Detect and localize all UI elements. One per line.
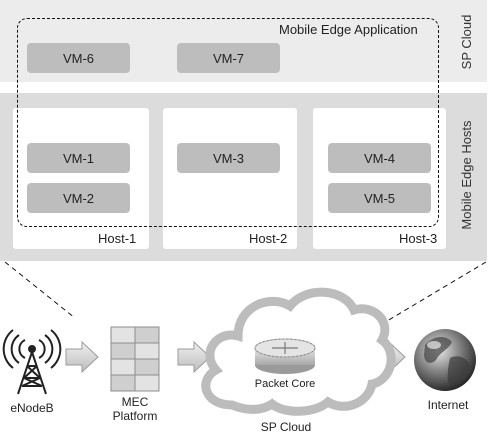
mec-platform-label-line2: Platform <box>112 409 158 423</box>
vm-4: VM-4 <box>328 143 431 173</box>
vm-3: VM-3 <box>177 143 280 173</box>
vm-1: VM-1 <box>27 143 130 173</box>
arrow-icon-2 <box>177 340 211 374</box>
mobile-edge-application-label: Mobile Edge Application <box>279 22 418 37</box>
packet-core-router-icon <box>254 338 316 374</box>
enodeb-tower-icon <box>2 329 62 395</box>
internet-globe-icon <box>414 329 476 391</box>
enodeb-label: eNodeB <box>10 401 54 415</box>
mec-platform-label-line1: MEC <box>121 395 149 409</box>
host-1-label: Host-1 <box>98 231 137 246</box>
left-connector-line <box>4 261 76 319</box>
host-2-box <box>163 108 297 249</box>
right-connector-line <box>371 261 487 331</box>
mobile-edge-application-boundary <box>17 18 439 227</box>
host-3-box <box>313 108 446 249</box>
vm-6: VM-6 <box>27 43 130 73</box>
host-3-label: Host-3 <box>399 231 438 246</box>
mec-platform-icon <box>110 326 160 392</box>
host-2-label: Host-2 <box>249 231 288 246</box>
vm-2: VM-2 <box>27 183 130 213</box>
arrow-icon-1 <box>65 340 99 374</box>
vm-7: VM-7 <box>177 43 280 73</box>
vm-5: VM-5 <box>328 183 431 213</box>
packet-core-label: Packet Core <box>254 378 316 390</box>
host-1-box <box>13 108 149 249</box>
internet-label: Internet <box>427 398 469 412</box>
sp-cloud-label: SP Cloud <box>260 420 312 434</box>
